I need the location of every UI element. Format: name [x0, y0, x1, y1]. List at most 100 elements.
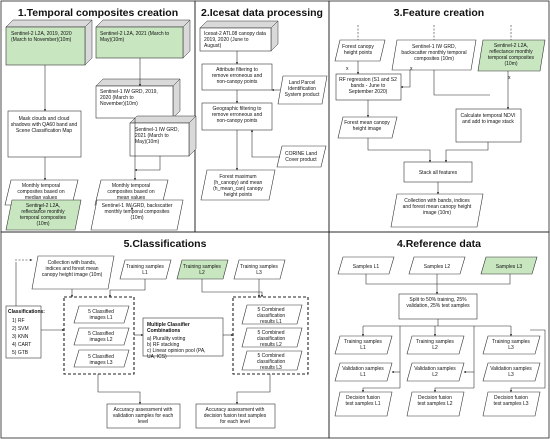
classifier-gtb: 5) GTB — [12, 350, 29, 356]
x-mark-1: x — [346, 66, 349, 72]
mcc-item-c: c) Linear opinion pool (PA,UA, ICS) — [147, 348, 206, 360]
c5-train-l3-box — [233, 259, 286, 280]
classified-group — [63, 296, 135, 375]
s1-out-box — [90, 199, 184, 231]
combined-l1-box — [241, 304, 303, 325]
s2-2019-cube: Sentinel-2 L2A, 2019, 2020(March to Nove… — [5, 19, 93, 66]
classified-l1-box — [73, 305, 130, 324]
r-samples-l2-label: Samples L2 — [424, 264, 451, 270]
corine-box — [276, 145, 327, 168]
split-label: Split to 50% training, 25%validation, 25… — [406, 297, 470, 309]
r-train-l3-box — [482, 335, 541, 355]
lpis-box — [277, 75, 328, 105]
mcc-item-b: b) RF stacking — [147, 342, 179, 348]
classifier-svm: 2) SVM — [12, 326, 29, 332]
stack-label: Stack all features — [419, 170, 458, 176]
r-valid-l3-box — [482, 362, 541, 382]
fc-s1-box — [391, 39, 477, 71]
mcc-box — [142, 317, 224, 357]
r-train-l2-box — [406, 335, 465, 355]
r-samples-l2-box — [408, 256, 466, 275]
panel-title-4: 4.Reference data — [397, 238, 481, 250]
forest-img-box — [337, 116, 398, 139]
rf-reg-box — [335, 73, 402, 101]
r-samples-l3-box — [480, 256, 538, 275]
r-valid-l2-box — [406, 362, 465, 382]
collection-out-box — [390, 193, 484, 228]
r-samples-l1-label: Samples L1 — [353, 264, 380, 270]
r-samples-l1-box — [337, 256, 395, 275]
classifiers-box — [5, 305, 42, 359]
ndvi-box — [455, 108, 522, 143]
classified-l3-box — [73, 349, 130, 368]
acc-test-box — [195, 403, 276, 429]
panel-title-3: 3.Feature creation — [394, 7, 484, 19]
fc-s1-label: Sentinel-1 IW GRD,backscatter monthly te… — [401, 44, 466, 62]
panel-title-2: 2.Icesat data processing — [201, 7, 323, 19]
classifications-title: Classifications: — [8, 309, 45, 315]
c5-collection-label: Collection with bands,indices and forest… — [42, 260, 103, 278]
forest-max-label: Forest maximum(h_canopy) and mean(h_mean… — [213, 174, 263, 198]
panel-title-1: 1.Temporal composites creation — [18, 7, 178, 19]
r-dfusion-l3-box — [482, 391, 541, 417]
classifier-knn: 3) KNN — [12, 334, 29, 340]
mcc-item-a: a) Plurality voting — [147, 336, 186, 342]
panel-reference-data — [328, 231, 550, 439]
fc-points-box — [334, 39, 386, 62]
r-train-l1-box — [334, 335, 393, 355]
x-mark-2: x — [410, 66, 413, 72]
c5-collection-box — [31, 255, 115, 290]
classifier-rf: 1) RF — [12, 318, 25, 324]
s2-out-box — [5, 199, 82, 231]
forest-max-box — [200, 169, 276, 201]
classifier-cart: 4) CART — [12, 342, 31, 348]
combined-l2-box — [241, 327, 303, 348]
r-valid-l1-box — [334, 362, 393, 382]
classified-l2-box — [73, 327, 130, 346]
c5-train-l1-box — [119, 259, 172, 280]
geo-filter-box — [201, 102, 273, 131]
attr-filter-box — [201, 63, 273, 91]
r-samples-l3-label: Samples L3 — [496, 264, 523, 270]
